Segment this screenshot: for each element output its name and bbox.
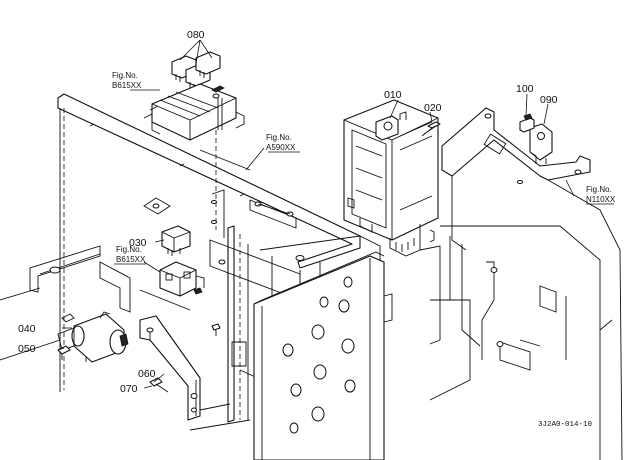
solenoid-040 — [57, 311, 129, 363]
small-bolt — [211, 323, 221, 336]
drawing-code: 3J2A0-014-10 — [538, 421, 593, 429]
fig-ref-label-b615-top: Fig.No. — [112, 71, 138, 80]
bolt-070 — [149, 377, 169, 393]
callout-100: 100 — [516, 83, 534, 95]
callout-labels: 080 010 020 100 090 030 040 050 060 070 — [18, 29, 558, 395]
right-frame-n110 — [419, 107, 623, 460]
fig-ref-label-a590: Fig.No. — [266, 133, 292, 142]
figure-references: Fig.No. B615XX Fig.No. A590XX Fig.No. B6… — [112, 71, 616, 264]
sensor-bracket-100 — [519, 113, 535, 133]
bracket-060 — [139, 315, 201, 421]
fuse-box-stay — [199, 149, 297, 238]
callout-030: 030 — [129, 237, 147, 249]
center-panel — [209, 225, 381, 423]
callout-050: 050 — [18, 343, 36, 355]
callout-060: 060 — [138, 368, 156, 380]
callout-010: 010 — [384, 89, 402, 101]
small-plate — [143, 197, 171, 215]
foreground-plate — [253, 251, 393, 460]
callout-070: 070 — [120, 383, 138, 395]
callout-080: 080 — [187, 29, 205, 41]
leader-lines — [57, 39, 614, 389]
fig-ref-code-b615-top: B615XX — [112, 81, 142, 90]
screw-020 — [421, 121, 441, 137]
lower-frame — [0, 261, 251, 431]
fuse-box-upper — [143, 83, 245, 230]
callout-090: 090 — [540, 94, 558, 106]
fig-ref-code-a590: A590XX — [266, 143, 296, 152]
callout-040: 040 — [18, 323, 36, 335]
relay-030 — [161, 225, 191, 256]
fig-ref-label-b615-mid: Fig.No. — [116, 245, 142, 254]
controller-010 — [343, 99, 439, 257]
relay-set-080 — [171, 51, 221, 90]
relay-socket — [159, 261, 205, 297]
fig-ref-label-n110: Fig.No. — [586, 185, 612, 194]
fig-ref-code-n110: N110XX — [586, 195, 616, 204]
main-frame-bracket — [29, 93, 361, 392]
fig-ref-code-b615-mid: B615XX — [116, 255, 146, 264]
sensor-090 — [529, 123, 553, 164]
bolt-050 — [57, 345, 71, 360]
callout-020: 020 — [424, 102, 442, 114]
